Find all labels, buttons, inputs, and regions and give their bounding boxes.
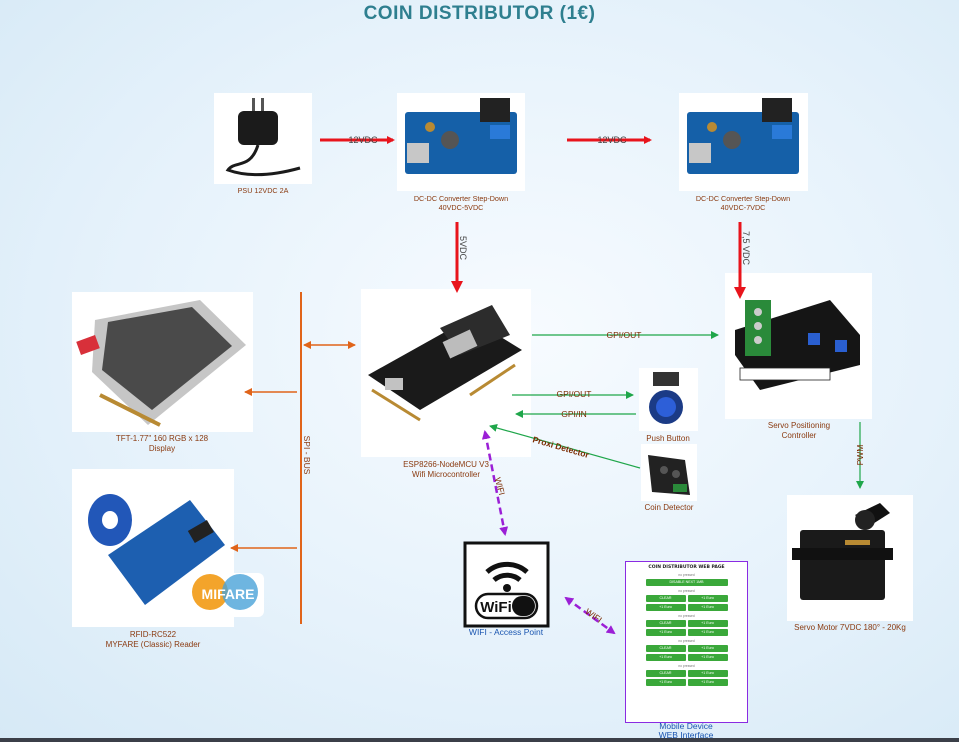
psu-image (214, 93, 312, 184)
dcdc-converter-1-label: DC-DC Converter Step-Down 40VDC-5VDC (387, 194, 535, 212)
web-status-text: no pressed (678, 573, 695, 577)
edge-label-psu-dcdc1: 12VDC (348, 135, 378, 145)
web-status-text: no pressed (678, 589, 695, 593)
servo-controller-label-line1: Servo Positioning (767, 421, 831, 430)
rfid-reader-label: RFID-RC522 MYFARE (Classic) Reader (72, 630, 234, 650)
web-plus-button[interactable]: +1 Euro (687, 654, 728, 661)
web-status-text: no pressed (678, 614, 695, 618)
edge-coin-esp (489, 424, 641, 469)
rfid-reader-label-line1: RFID-RC522 (129, 630, 177, 639)
edge-esp-wifi (481, 430, 509, 536)
mobile-device-label-line1: Mobile Device (659, 721, 713, 731)
tft-display-image (72, 292, 253, 432)
mifare-logo-text: MIFARE (202, 586, 255, 602)
edge-label-push-esp: GPI/IN (561, 409, 587, 419)
edge-wifi-mobile (564, 596, 616, 635)
esp8266-image (361, 289, 531, 457)
web-plus-button[interactable]: +1 Euro (687, 604, 728, 611)
spi-bus-label: SPI - BUS (302, 436, 312, 475)
web-plus-button[interactable]: +1 Euro (687, 670, 728, 677)
mobile-device-label: Mobile Device WEB Interface (626, 722, 746, 740)
dcdc-converter-1-label-line1: DC-DC Converter Step-Down (413, 194, 509, 203)
servo-controller-image (725, 273, 872, 419)
servo-controller-label-line2: Controller (781, 431, 817, 440)
window-bottom-border (0, 738, 959, 742)
web-status-text: no pressed (678, 639, 695, 643)
servo-motor-label: Servo Motor 7VDC 180° - 20Kg (794, 623, 906, 632)
esp8266-label: ESP8266-NodeMCU V3 Wifi Microcontroller (376, 460, 516, 480)
web-plus-button[interactable]: +1 Euro (687, 629, 728, 636)
tft-display-label-line1: TFT-1.77" 160 RGB x 128 (115, 434, 209, 443)
mobile-web-interface-preview: COIN DISTRIBUTOR WEB PAGE no pressed DIS… (625, 561, 748, 723)
web-plus-button[interactable]: +1 Euro (687, 595, 728, 602)
web-plus-button[interactable]: +1 Euro (645, 604, 686, 611)
web-plus-button[interactable]: +1 Euro (687, 679, 728, 686)
web-page-block-1: no pressed CLEAR+1 Euro +1 Euro+1 Euro (645, 589, 728, 611)
dcdc-converter-2-label-line2: 40VDC-7VDC (720, 203, 766, 212)
edge-label-dcdc2-controller: 7,5 VDC (741, 231, 751, 266)
web-plus-button[interactable]: +1 Euro (645, 679, 686, 686)
web-page-header-block: no pressed DISABLE NEXT 1MB (645, 573, 728, 586)
mobile-device-label-line2: WEB Interface (658, 730, 714, 740)
rfid-reader-label-line2: MYFARE (Classic) Reader (105, 640, 201, 649)
web-plus-button[interactable]: +1 Euro (645, 654, 686, 661)
edge-label-dcdc1-dcdc2: 12VDC (597, 135, 627, 145)
web-clear-button[interactable]: CLEAR (645, 645, 686, 652)
rfid-reader-image (72, 469, 264, 627)
edge-label-coin-esp: Proxi Detector (532, 434, 591, 460)
wifi-access-point-label: WIFI - Access Point (468, 627, 544, 637)
web-plus-button[interactable]: +1 Euro (687, 645, 728, 652)
dcdc-converter-1-label-line2: 40VDC-5VDC (438, 203, 484, 212)
esp8266-label-line2: Wifi Microcontroller (411, 470, 480, 479)
web-plus-button[interactable]: +1 Euro (645, 629, 686, 636)
edge-label-dcdc1-esp: 5VDC (458, 236, 468, 261)
wifi-logo-text: WiFi (480, 599, 512, 616)
esp8266-label-line1: ESP8266-NodeMCU V3 (403, 460, 489, 469)
wifi-access-point-image (463, 541, 550, 628)
web-page-block-2: no pressed CLEAR+1 Euro +1 Euro+1 Euro (645, 614, 728, 636)
dcdc-converter-2-image (679, 93, 808, 191)
edge-label-controller-motor: PWM (855, 445, 865, 466)
dcdc-converter-2-label: DC-DC Converter Step-Down 40VDC-7VDC (669, 194, 817, 212)
web-page-block-3: no pressed CLEAR+1 Euro +1 Euro+1 Euro (645, 639, 728, 661)
coin-detector-image (641, 444, 697, 501)
psu-label: PSU 12VDC 2A (237, 186, 289, 195)
servo-controller-label: Servo Positioning Controller (740, 421, 858, 441)
diagram-title: COIN DISTRIBUTOR (1€) (363, 3, 596, 24)
dcdc-converter-2-label-line1: DC-DC Converter Step-Down (695, 194, 791, 203)
dcdc-converter-1-image (397, 93, 525, 191)
push-button-image (639, 368, 698, 431)
edge-label-esp-push: GPI/OUT (557, 389, 592, 399)
web-clear-button[interactable]: CLEAR (645, 620, 686, 627)
web-clear-button[interactable]: CLEAR (645, 595, 686, 602)
tft-display-label-line2: Display (148, 444, 176, 453)
edge-label-esp-controller: GPI/OUT (607, 330, 642, 340)
web-page-title: COIN DISTRIBUTOR WEB PAGE (648, 565, 725, 570)
web-clear-button[interactable]: CLEAR (645, 670, 686, 677)
coin-detector-label: Coin Detector (644, 503, 694, 512)
web-status-text: no pressed (678, 664, 695, 668)
web-plus-button[interactable]: +1 Euro (687, 620, 728, 627)
edge-label-esp-wifi: WIFI (493, 476, 507, 496)
web-page-block-4: no pressed CLEAR+1 Euro +1 Euro+1 Euro (645, 664, 728, 686)
tft-display-label: TFT-1.77" 160 RGB x 128 Display (82, 434, 242, 454)
edge-label-wifi-mobile: WIFI (583, 606, 603, 624)
servo-motor-image (787, 495, 913, 621)
web-disable-button[interactable]: DISABLE NEXT 1MB (645, 579, 728, 586)
push-button-label: Push Button (646, 434, 690, 443)
